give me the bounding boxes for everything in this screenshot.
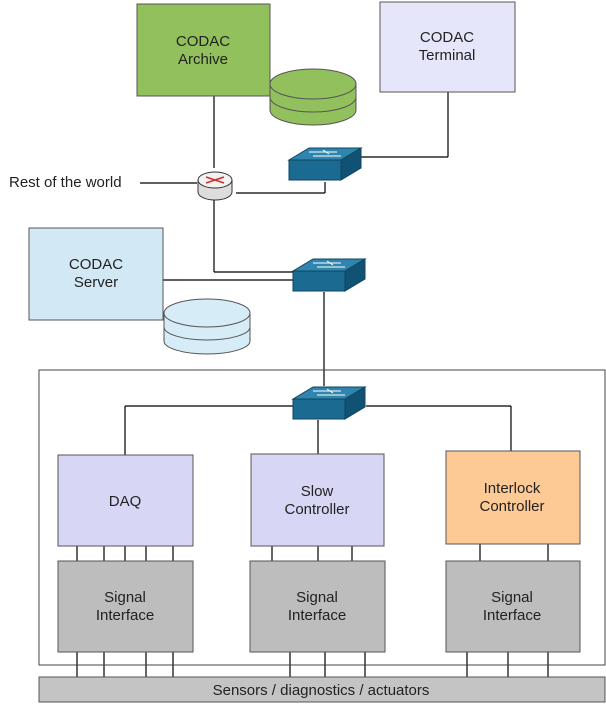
signal-interface-box: Signal Interface bbox=[249, 560, 386, 653]
slow-controller-label-1: Slow bbox=[301, 483, 334, 500]
signal-interface-label-2: Interface bbox=[483, 607, 541, 624]
codac-terminal-label-1: CODAC bbox=[420, 29, 474, 46]
network-switch-icon bbox=[292, 386, 366, 420]
codac-archive-box: CODAC Archive bbox=[136, 3, 271, 97]
codac-server-box: CODAC Server bbox=[28, 227, 164, 321]
database-icon bbox=[269, 68, 357, 126]
codac-terminal-label-2: Terminal bbox=[419, 47, 476, 64]
network-wires bbox=[76, 92, 549, 677]
signal-interface-box: Signal Interface bbox=[57, 560, 194, 653]
database-icon bbox=[163, 298, 251, 355]
signal-interface-label-1: Signal bbox=[104, 589, 146, 606]
interlock-controller-label-2: Controller bbox=[479, 498, 544, 515]
signal-interface-box: Signal Interface bbox=[445, 560, 581, 653]
plant-system-frame bbox=[38, 369, 606, 666]
codac-archive-label-2: Archive bbox=[178, 51, 228, 68]
slow-controller-label-2: Controller bbox=[284, 501, 349, 518]
interlock-controller-label-1: Interlock bbox=[484, 480, 541, 497]
codac-server-label-2: Server bbox=[74, 274, 118, 291]
signal-interface-label-2: Interface bbox=[96, 607, 154, 624]
network-switch-icon bbox=[288, 147, 362, 181]
rest-of-world-label: Rest of the world bbox=[9, 174, 122, 191]
codac-terminal-box: CODAC Terminal bbox=[379, 1, 516, 93]
network-switch-icon bbox=[292, 258, 366, 292]
router-icon bbox=[197, 171, 233, 201]
signal-interface-label-1: Signal bbox=[491, 589, 533, 606]
slow-controller-box: Slow Controller bbox=[250, 453, 385, 547]
sensors-label: Sensors / diagnostics / actuators bbox=[213, 682, 430, 699]
daq-label: DAQ bbox=[109, 493, 142, 510]
interlock-controller-box: Interlock Controller bbox=[445, 450, 581, 545]
signal-interface-label-2: Interface bbox=[288, 607, 346, 624]
sensors-bar: Sensors / diagnostics / actuators bbox=[38, 676, 606, 703]
daq-box: DAQ bbox=[57, 454, 194, 547]
codac-server-label-1: CODAC bbox=[69, 256, 123, 273]
signal-interface-label-1: Signal bbox=[296, 589, 338, 606]
codac-archive-label-1: CODAC bbox=[176, 33, 230, 50]
